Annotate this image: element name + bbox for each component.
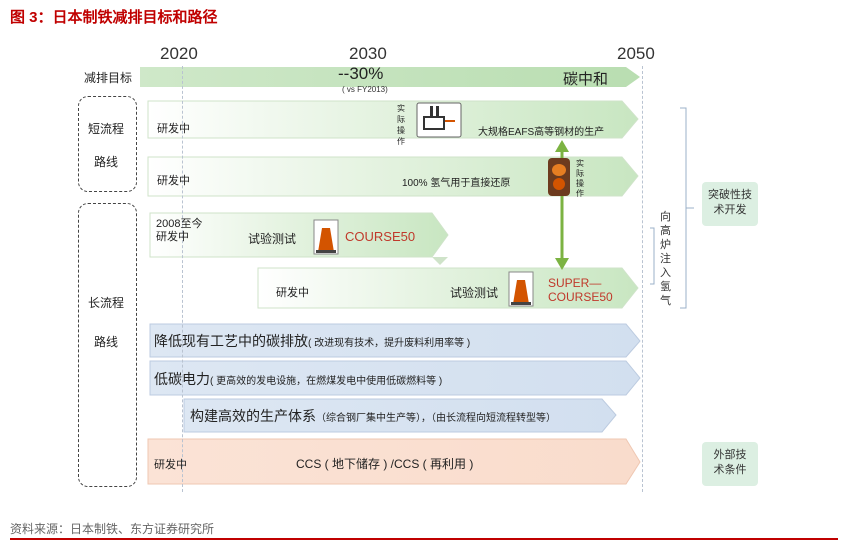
system-row: 构建高效的生产体系（综合钢厂集中生产等），（由长流程向短流程转型等） <box>190 408 556 424</box>
improve-row: 降低现有工艺中的碳排放( 改进现有技术，提升废料利用率等 ) <box>154 333 471 349</box>
super-name: SUPER—COURSE50 <box>548 276 613 304</box>
power-arrow <box>149 360 641 396</box>
guide-2020 <box>182 66 183 492</box>
breakthrough-bracket <box>680 107 694 309</box>
external-box: 外部技术条件 <box>702 442 758 486</box>
h2-bracket <box>650 227 655 285</box>
super-test: 试验测试 <box>450 286 499 300</box>
ccs-rd-label: 研发中 <box>154 459 187 471</box>
power-row: 低碳电力( 更高效的发电设施，在燃煤发电中使用低碳燃料等 ) <box>154 371 443 387</box>
target-arrow <box>140 67 640 87</box>
target-2050: 碳中和 <box>563 71 609 88</box>
course50-name: COURSE50 <box>345 229 416 244</box>
footer-rule <box>10 538 838 540</box>
target-label: 减排目标 <box>84 71 133 85</box>
eaf-arrow <box>147 100 639 139</box>
target-2030-note: ( vs FY2013) <box>342 85 388 94</box>
eaf-rd-label: 研发中 <box>157 123 190 135</box>
h2-goal: 100% 氢气用于直接还原 <box>402 178 511 189</box>
eaf-goal: 大规格EAFS高等钢材的生产 <box>478 127 605 138</box>
target-2030: --30% <box>338 64 384 83</box>
year-2020: 2020 <box>160 44 198 63</box>
super-course50-furnace-icon <box>508 271 534 307</box>
h2-reactor-icon <box>548 158 570 196</box>
connector-chevron <box>432 257 448 265</box>
long-process-label-2: 路线 <box>94 335 119 349</box>
h2-rd-label: 研发中 <box>157 175 190 187</box>
blast-furnace-h2-label: 向高炉注入氢气 <box>660 211 671 307</box>
down-arrowhead <box>555 258 569 270</box>
course50-test: 试验测试 <box>248 232 297 246</box>
h2-arrow <box>147 156 639 197</box>
system-arrow <box>183 398 617 433</box>
breakthrough-box: 突破性技术开发 <box>702 182 758 226</box>
eaf-furnace-icon <box>416 102 462 138</box>
year-2030: 2030 <box>349 44 387 63</box>
long-process-box <box>78 203 137 487</box>
short-process-label-2: 路线 <box>94 155 119 169</box>
source-note: 资料来源：日本制铁、东方证券研究所 <box>10 522 215 536</box>
course50-arrow <box>149 212 449 258</box>
course50-start: 2008至今研发中 <box>156 218 203 243</box>
course50-furnace-icon <box>313 219 339 255</box>
guide-2050 <box>642 66 643 492</box>
short-process-label-1: 短流程 <box>88 122 125 136</box>
short-process-box <box>78 96 137 192</box>
ccs-text: CCS ( 地下储存 ) /CCS ( 再利用 ) <box>296 457 474 471</box>
figure-title: 图 3：日本制铁减排目标和路径 <box>10 9 218 26</box>
h2-practice-label: 实际操作 <box>576 159 584 198</box>
eaf-practice-label: 实际操作 <box>397 104 405 146</box>
ccs-arrow <box>147 438 641 485</box>
year-2050: 2050 <box>617 44 655 63</box>
super-rd-label: 研发中 <box>276 287 309 299</box>
improve-arrow <box>149 323 641 358</box>
up-arrowhead <box>555 140 569 152</box>
long-process-label-1: 长流程 <box>88 296 125 310</box>
